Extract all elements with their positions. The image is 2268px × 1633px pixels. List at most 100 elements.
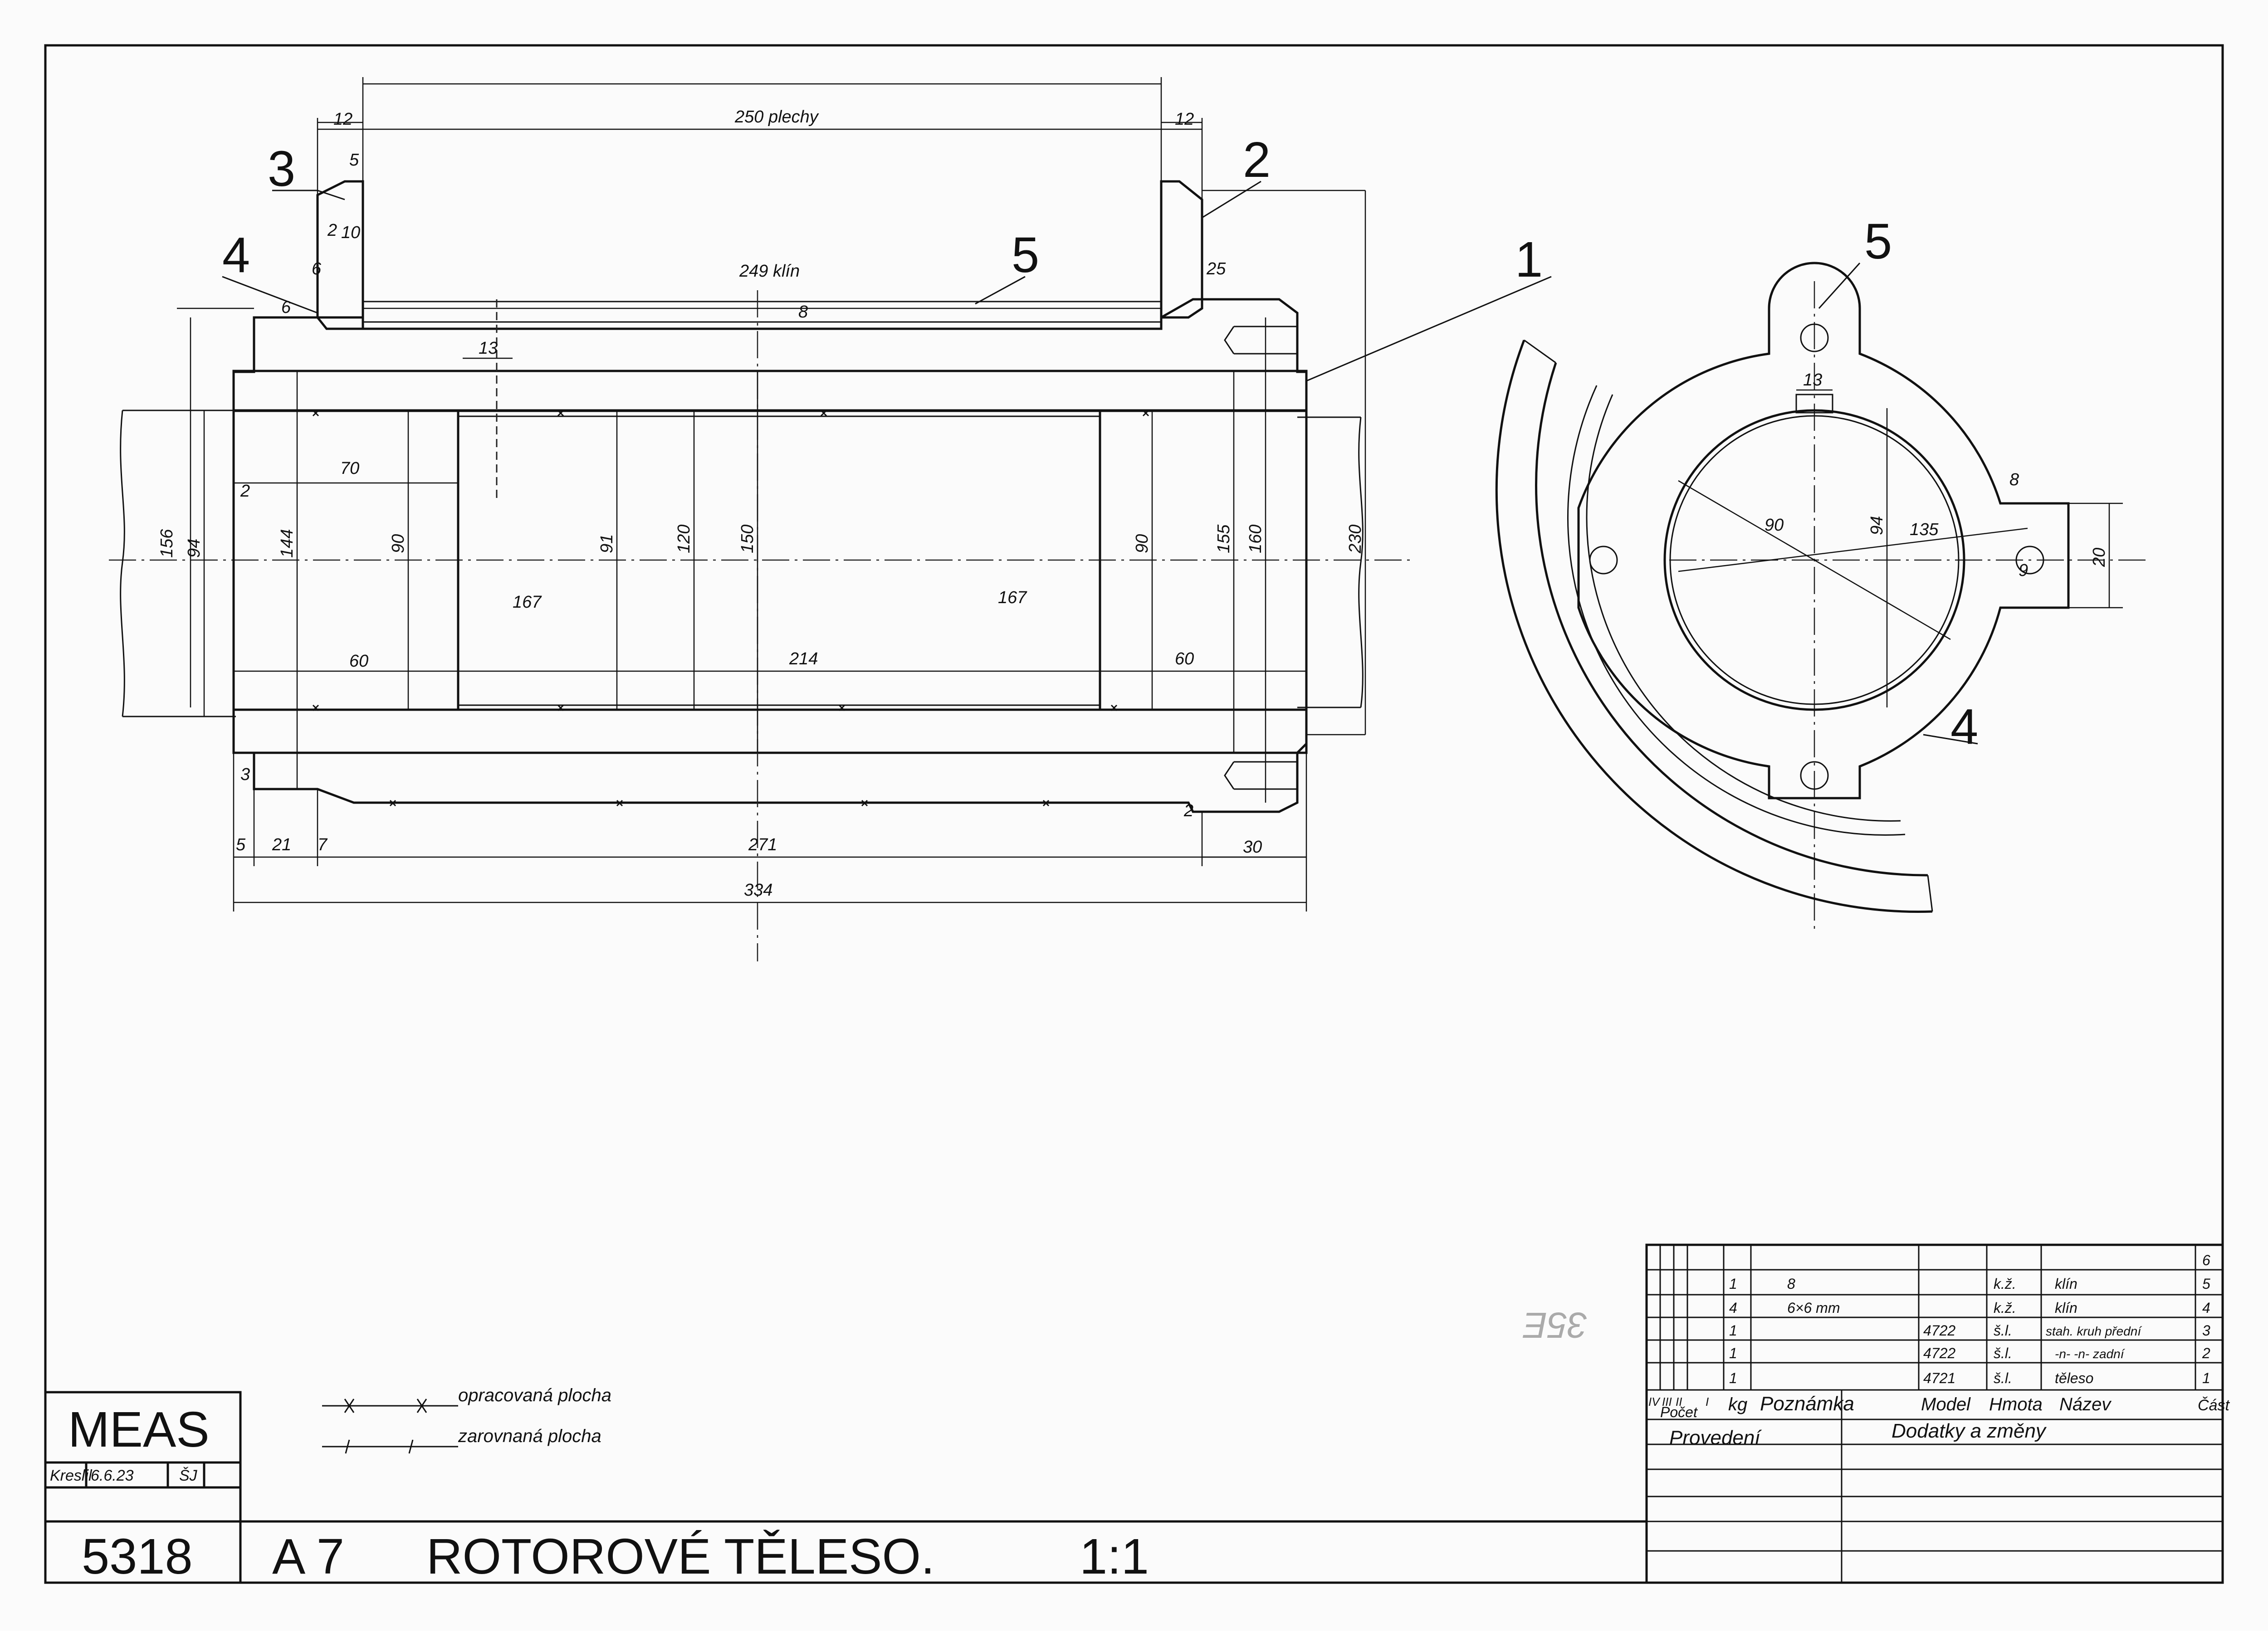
svg-text:4: 4	[1729, 1300, 1737, 1316]
drawn-date: 6.6.23	[91, 1467, 134, 1484]
surface-legend	[322, 1399, 458, 1454]
svg-text:klín: klín	[2055, 1276, 2077, 1292]
drawn-initials: ŠJ	[179, 1467, 198, 1484]
svg-text:4: 4	[2202, 1300, 2210, 1316]
drawing-format: A 7	[272, 1529, 344, 1584]
rotor-body-end	[1577, 262, 2070, 799]
svg-text:214: 214	[789, 649, 818, 668]
balloon-5: 5	[1012, 227, 1039, 283]
parts-list-headers: IV III II I Počet kg Poznámka Model Hmot…	[1648, 1393, 2230, 1449]
balloon-2: 2	[1243, 132, 1271, 188]
svg-text:-n- -n- zadní: -n- -n- zadní	[2055, 1347, 2126, 1361]
svg-text:230: 230	[1346, 525, 1365, 554]
section-view	[109, 77, 1552, 961]
balloon-5b: 5	[1864, 214, 1892, 269]
svg-text:90: 90	[1765, 516, 1784, 535]
balloon-4b: 4	[1950, 699, 1978, 755]
svg-text:167: 167	[998, 588, 1027, 607]
svg-text:120: 120	[675, 525, 694, 553]
svg-text:250 plechy: 250 plechy	[734, 107, 819, 127]
balloon-1: 1	[1515, 232, 1543, 288]
svg-text:1: 1	[1729, 1322, 1737, 1339]
end-view: 90 94 135 13 20 8 9	[1495, 262, 2150, 930]
svg-text:135: 135	[1910, 520, 1939, 539]
svg-text:6: 6	[312, 259, 322, 278]
top-wall-section	[232, 370, 1308, 412]
legend-machined: opracovaná plocha	[458, 1385, 611, 1405]
svg-text:š.l.: š.l.	[1994, 1370, 2012, 1386]
svg-text:6: 6	[281, 298, 291, 317]
svg-text:13: 13	[479, 339, 498, 358]
svg-text:91: 91	[597, 534, 616, 553]
svg-text:k.ž.: k.ž.	[1994, 1276, 2016, 1292]
svg-text:160: 160	[1246, 525, 1265, 553]
rear-ring	[1160, 180, 1203, 319]
svg-text:š.l.: š.l.	[1994, 1345, 2012, 1361]
svg-text:12: 12	[1175, 110, 1194, 129]
drawn-label: Kreslil	[50, 1467, 93, 1484]
svg-text:Poznámka: Poznámka	[1760, 1393, 1854, 1415]
svg-text:8: 8	[798, 302, 808, 322]
svg-text:kg: kg	[1728, 1394, 1747, 1414]
svg-text:1: 1	[1729, 1345, 1737, 1361]
front-ring	[316, 180, 364, 330]
svg-text:271: 271	[748, 835, 777, 854]
svg-text:2: 2	[240, 482, 250, 501]
svg-text:těleso: těleso	[2055, 1370, 2093, 1386]
balloon-3: 3	[268, 141, 295, 197]
svg-text:7: 7	[318, 835, 328, 854]
svg-text:4721: 4721	[1923, 1370, 1955, 1386]
drawing-scale: 1:1	[1080, 1529, 1149, 1584]
svg-text:5: 5	[2202, 1276, 2210, 1292]
svg-text:2: 2	[2202, 1345, 2210, 1361]
svg-text:94: 94	[185, 539, 204, 558]
rotor-bore	[1663, 409, 1965, 711]
svg-text:90: 90	[1133, 534, 1152, 553]
execution-label: Provedení	[1669, 1427, 1762, 1449]
svg-text:2: 2	[327, 221, 337, 240]
svg-text:156: 156	[157, 529, 176, 558]
title-block	[45, 1391, 1647, 1583]
svg-text:21: 21	[272, 835, 291, 854]
company-name: MEAS	[68, 1402, 210, 1458]
svg-text:5: 5	[236, 835, 246, 854]
svg-text:Část: Část	[2198, 1397, 2230, 1414]
svg-text:167: 167	[513, 593, 542, 612]
svg-text:Model: Model	[1921, 1394, 1971, 1414]
svg-text:3: 3	[240, 765, 250, 784]
parts-list-rows: 6 1 8 k.ž. klín 5 4 6×6 mm k.ž. klín 4 1…	[1729, 1252, 2210, 1386]
key-strip	[362, 301, 1162, 323]
svg-text:25: 25	[1206, 259, 1226, 278]
stamp-mark: 35E	[1522, 1305, 1588, 1345]
svg-text:13: 13	[1803, 370, 1822, 390]
svg-text:1: 1	[1729, 1276, 1737, 1292]
svg-text:10: 10	[341, 223, 360, 242]
svg-text:6: 6	[2202, 1252, 2210, 1268]
svg-text:60: 60	[1175, 649, 1194, 668]
svg-text:90: 90	[389, 534, 408, 553]
svg-text:2: 2	[1183, 801, 1193, 820]
svg-text:30: 30	[1243, 838, 1262, 857]
drawing-frame	[44, 44, 2224, 1584]
svg-text:5: 5	[349, 151, 359, 170]
svg-text:Počet: Počet	[1660, 1404, 1698, 1420]
svg-text:60: 60	[349, 652, 368, 671]
changes-label: Dodatky a změny	[1892, 1420, 2047, 1442]
balloon-4: 4	[222, 227, 250, 283]
legend-leveled: zarovnaná plocha	[458, 1426, 601, 1446]
svg-text:IV: IV	[1648, 1395, 1661, 1409]
svg-text:I: I	[1706, 1395, 1709, 1409]
svg-text:k.ž.: k.ž.	[1994, 1300, 2016, 1316]
svg-text:12: 12	[333, 110, 352, 129]
svg-text:8: 8	[1787, 1276, 1795, 1292]
svg-text:1: 1	[2202, 1370, 2210, 1386]
svg-text:6×6 mm: 6×6 mm	[1787, 1300, 1840, 1316]
svg-text:4722: 4722	[1923, 1345, 1955, 1361]
svg-text:stah. kruh přední: stah. kruh přední	[2046, 1324, 2142, 1338]
svg-text:Hmota: Hmota	[1989, 1394, 2043, 1414]
svg-text:3: 3	[2202, 1322, 2210, 1339]
svg-text:155: 155	[1214, 524, 1233, 553]
svg-text:II: II	[1676, 1395, 1682, 1409]
